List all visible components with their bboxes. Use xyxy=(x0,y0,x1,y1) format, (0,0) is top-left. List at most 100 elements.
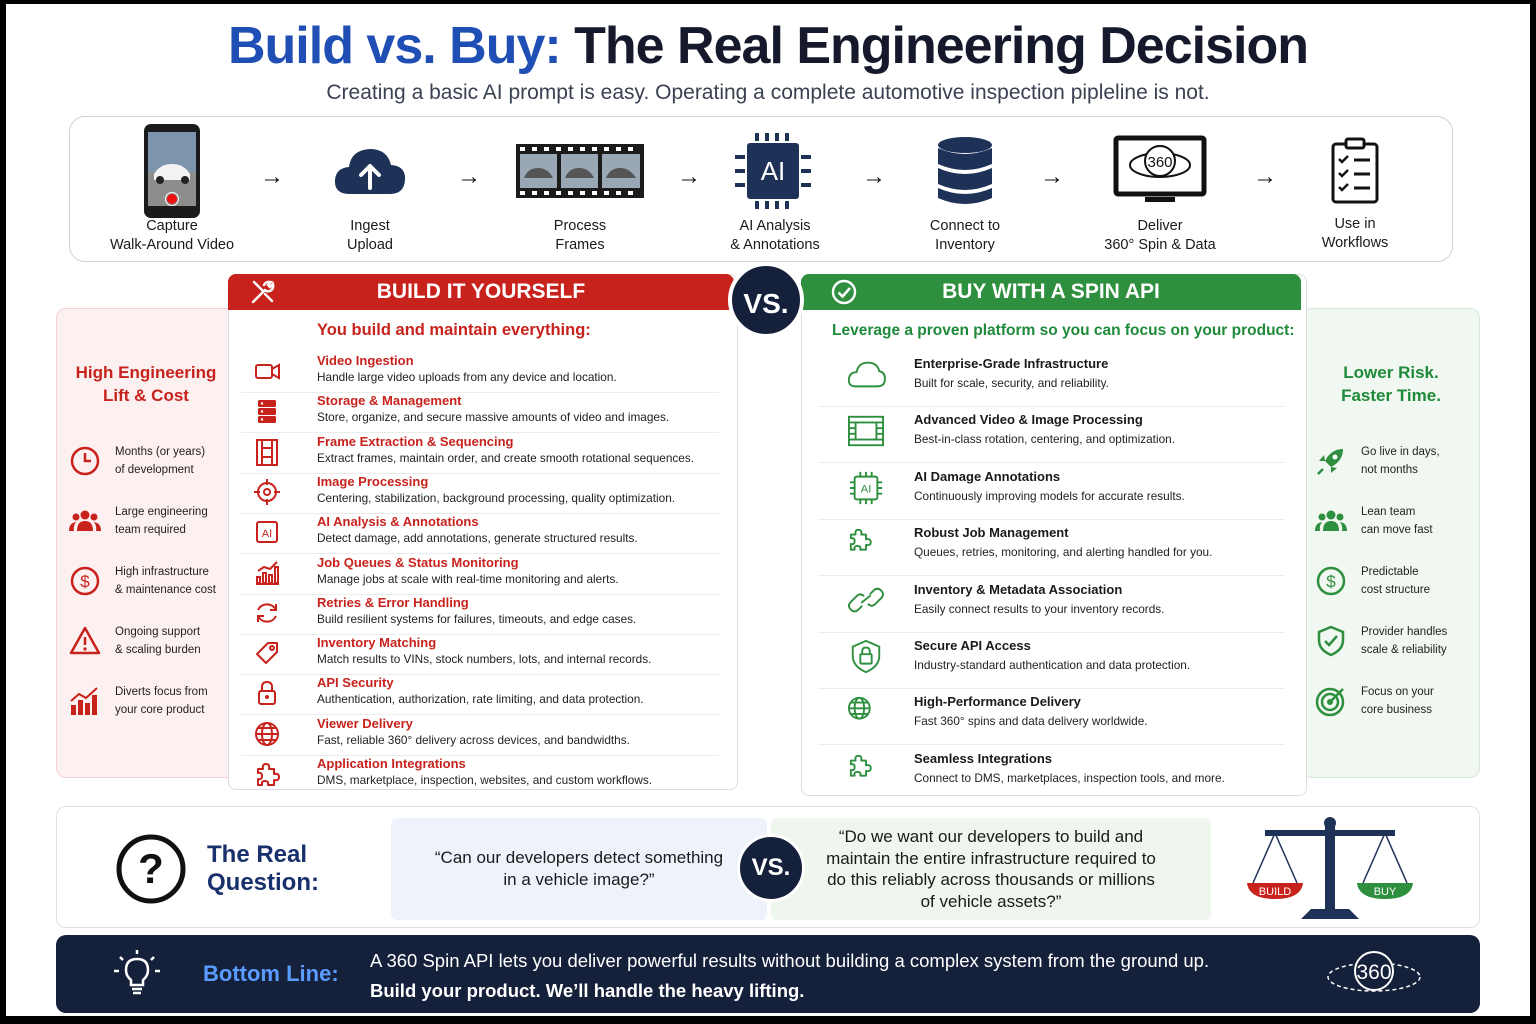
flow-arrow: → xyxy=(260,163,284,190)
film-frames-icon xyxy=(516,144,644,198)
question-icon: ? xyxy=(116,834,186,904)
build-item-desc: Match results to VINs, stock numbers, lo… xyxy=(317,652,652,667)
tools-icon xyxy=(251,280,275,304)
step-label-1: Ingest xyxy=(350,218,390,234)
build-item-title: Video Ingestion xyxy=(317,353,414,368)
build-item-desc: Detect damage, add annotations, generate… xyxy=(317,531,638,546)
refresh-icon xyxy=(257,603,277,623)
build-item-title: Frame Extraction & Sequencing xyxy=(317,433,514,449)
item-line: & maintenance cost xyxy=(115,584,217,596)
svg-text:$: $ xyxy=(1326,572,1336,591)
item-line: Ongoing support xyxy=(115,626,201,638)
buy-item-desc: Connect to DMS, marketplaces, inspection… xyxy=(914,770,1225,785)
buy-summary-item: Focus on your core business xyxy=(1303,681,1479,731)
flow-arrow: → xyxy=(1040,163,1064,190)
step-label-2: Upload xyxy=(347,237,393,253)
build-item-desc: Store, organize, and secure massive amou… xyxy=(317,410,670,425)
globe-icon xyxy=(255,721,279,746)
buy-item-desc: Continuously improving models for accura… xyxy=(914,488,1185,503)
step-label-1: Connect to xyxy=(929,218,1001,234)
globe-icon xyxy=(848,697,871,721)
item-line: can move fast xyxy=(1361,524,1433,536)
build-summary-item: Ongoing support & scaling burden xyxy=(57,621,235,671)
item-line: & scaling burden xyxy=(115,644,201,656)
build-item-title: Image Processing xyxy=(317,473,429,489)
puzzle-icon xyxy=(849,529,872,551)
heading-line: High Engineering xyxy=(75,363,217,382)
build-summary-item: $ High infrastructure& maintenance cost xyxy=(57,561,235,611)
phone-video-icon xyxy=(144,124,200,218)
build-item-title: API Security xyxy=(317,675,394,691)
crosshair-icon xyxy=(254,478,280,505)
build-item-desc: Extract frames, maintain order, and crea… xyxy=(317,450,695,465)
pipeline-step-deliver: 360 Deliver 360° Spin & Data xyxy=(1070,117,1250,263)
bottom-line-tagline: Build your product. We’ll handle the hea… xyxy=(370,980,805,1001)
server-icon xyxy=(258,400,276,424)
buy-with-spin-api-panel: BUY WITH A SPIN API Leverage a proven pl… xyxy=(801,274,1307,796)
step-label-2: Workflows xyxy=(1321,235,1389,251)
step-label-2: Frames xyxy=(555,237,605,253)
rocket-icon xyxy=(1317,449,1343,475)
item-line: Focus on your xyxy=(1361,686,1434,698)
build-header-bar: BUILD IT YOURSELF xyxy=(228,274,734,310)
logo-360-text: 360 xyxy=(1356,961,1391,984)
buy-summary-panel: Lower Risk.Faster Time. Go live in days,… xyxy=(1302,308,1480,778)
buy-item-icon-wrap xyxy=(846,357,886,393)
buy-item-title: AI Damage Annotations xyxy=(914,468,1061,484)
svg-text:AI: AI xyxy=(262,528,272,540)
build-title: BUILD IT YOURSELF xyxy=(376,280,586,303)
build-item-desc: Authentication, authorization, rate limi… xyxy=(317,692,644,707)
item-line: core business xyxy=(1361,704,1432,716)
team-icon xyxy=(1315,510,1347,531)
item-line: scale & reliability xyxy=(1361,644,1447,656)
item-line: Large engineering xyxy=(115,506,208,518)
clock-icon xyxy=(70,446,100,476)
shield-lock-icon xyxy=(851,639,881,674)
build-item-icon-wrap xyxy=(253,478,281,506)
item-line: not months xyxy=(1361,464,1418,476)
vs-badge: VS. xyxy=(737,834,805,902)
monitor-360-text: 360 xyxy=(1147,154,1172,171)
title-decision: The Real Engineering Decision xyxy=(574,17,1309,75)
flow-arrow: → xyxy=(862,163,886,190)
padlock-icon xyxy=(258,681,276,706)
build-item-icon-wrap: AI xyxy=(253,518,281,546)
buy-item-title: Advanced Video & Image Processing xyxy=(914,412,1143,428)
build-item-icon-wrap xyxy=(253,357,281,385)
step-label-2: 360° Spin & Data xyxy=(1104,237,1216,253)
flow-arrow: → xyxy=(457,163,481,190)
ai-chip-icon: AI xyxy=(849,471,883,504)
item-line: of development xyxy=(115,464,194,476)
buy-item-icon-wrap: AI xyxy=(846,470,886,506)
buy-item-desc: Queues, retries, monitoring, and alertin… xyxy=(914,545,1213,560)
step-label-1: Process xyxy=(553,218,607,234)
flow-arrow: → xyxy=(1253,163,1277,190)
build-item-icon-wrap xyxy=(253,438,281,466)
ai-chip-icon: AI xyxy=(735,133,811,209)
build-item-desc: DMS, marketplace, inspection, websites, … xyxy=(317,773,653,787)
build-summary-item: Months (or years)of development xyxy=(57,441,235,491)
svg-text:AI: AI xyxy=(861,484,872,496)
ai-box-icon: AI xyxy=(256,521,278,544)
video-camera-icon xyxy=(255,363,280,380)
logo-360-icon: 360 xyxy=(1327,951,1421,992)
step-label-1: AI Analysis xyxy=(739,218,811,234)
build-item-title: Storage & Management xyxy=(317,393,462,409)
step-label-1: Deliver xyxy=(1137,218,1183,234)
scale-build-label: BUILD xyxy=(1259,886,1291,898)
dollar-icon: $ xyxy=(1316,566,1346,596)
